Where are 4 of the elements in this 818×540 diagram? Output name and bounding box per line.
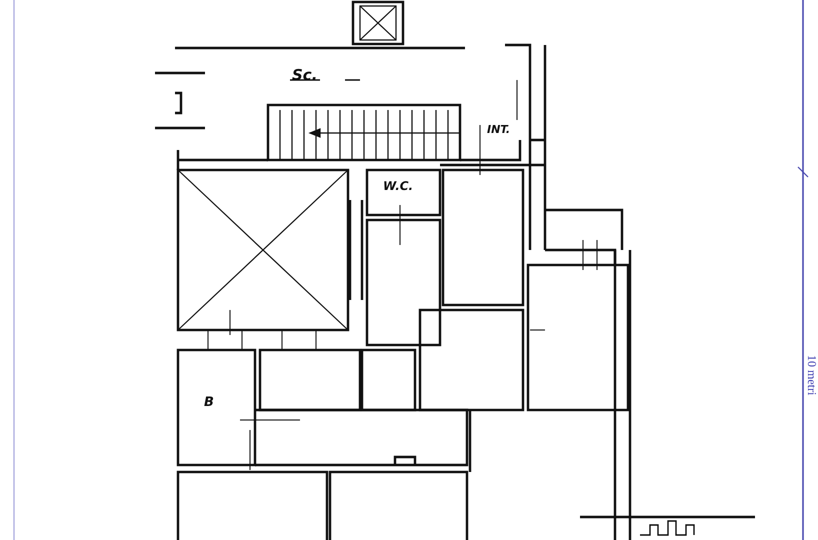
room-label: B bbox=[204, 396, 214, 409]
room-label: INT. bbox=[487, 124, 510, 135]
scale-label: 10 metri bbox=[806, 355, 818, 396]
room-label: W.C. bbox=[383, 180, 414, 192]
